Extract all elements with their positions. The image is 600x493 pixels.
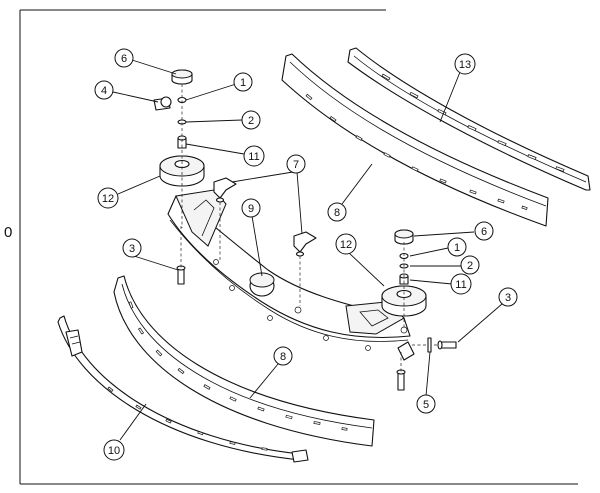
callout-11-left: 11 — [243, 145, 265, 167]
blade-13-slots — [381, 73, 565, 172]
callout-label: 5 — [423, 399, 429, 411]
callout-label: 11 — [455, 279, 466, 291]
callout-8-lower: 8 — [273, 346, 293, 366]
blade-8-upper-slots — [305, 93, 528, 211]
callout-label: 13 — [459, 59, 471, 71]
squeegee-blade-13 — [347, 47, 591, 191]
squeegee-frame-9 — [167, 189, 415, 361]
callout-4: 4 — [94, 80, 114, 100]
callout-label: 7 — [293, 159, 299, 171]
callout-11-right: 11 — [450, 273, 472, 295]
callout-label: 8 — [334, 207, 340, 219]
callout-5: 5 — [416, 394, 436, 414]
callout-7: 7 — [286, 154, 306, 174]
callout-9: 9 — [241, 198, 261, 218]
callout-label: 2 — [467, 260, 473, 272]
callout-label: 6 — [481, 226, 487, 238]
callout-12-right: 12 — [335, 233, 357, 255]
callout-label: 11 — [248, 151, 259, 163]
callout-label: 1 — [454, 242, 460, 254]
squeegee-blade-8-lower — [113, 275, 375, 447]
bolt-3-right — [412, 340, 457, 350]
wheel-assembly-right — [381, 229, 427, 330]
callout-6-right: 6 — [474, 221, 494, 241]
caster-bracket-7-right — [293, 231, 317, 306]
callout-6-left: 6 — [114, 48, 134, 68]
callout-13: 13 — [454, 53, 476, 75]
callout-label: 2 — [248, 115, 254, 127]
callout-12-left: 12 — [97, 187, 119, 209]
callout-1-right: 1 — [447, 237, 467, 257]
leader-lines — [112, 59, 503, 441]
caster-bracket-7-left — [213, 177, 237, 262]
callout-label: 8 — [280, 351, 286, 363]
callout-label: 9 — [248, 203, 254, 215]
callout-label: 3 — [129, 243, 135, 255]
callout-label: 3 — [505, 292, 511, 304]
bolt-3-left — [176, 226, 186, 285]
strap-10-buckle — [65, 329, 83, 357]
callout-2-right: 2 — [460, 255, 480, 275]
squeegee-blade-8-upper — [281, 53, 549, 227]
blade-8-lower-slots — [128, 301, 348, 431]
callout-3-left: 3 — [122, 238, 142, 258]
wheel-assembly-left — [153, 69, 205, 228]
callout-3-right: 3 — [498, 287, 518, 307]
side-label: 0 — [4, 224, 12, 241]
drawing-frame — [19, 9, 578, 485]
callout-label: 6 — [121, 53, 127, 65]
callout-label: 10 — [108, 445, 120, 457]
callout-1-left: 1 — [233, 72, 253, 92]
callout-label: 4 — [101, 85, 107, 97]
callout-8-upper: 8 — [327, 202, 347, 222]
pin-5 — [396, 337, 432, 391]
frame-bolt-holes — [213, 259, 408, 351]
tension-strap-10 — [57, 315, 309, 463]
callout-2-left: 2 — [241, 110, 261, 130]
callout-label: 12 — [340, 239, 352, 251]
callout-label: 1 — [240, 77, 246, 89]
strap-10-slots — [107, 386, 268, 451]
callout-10: 10 — [103, 439, 125, 461]
callout-label: 12 — [102, 193, 114, 205]
